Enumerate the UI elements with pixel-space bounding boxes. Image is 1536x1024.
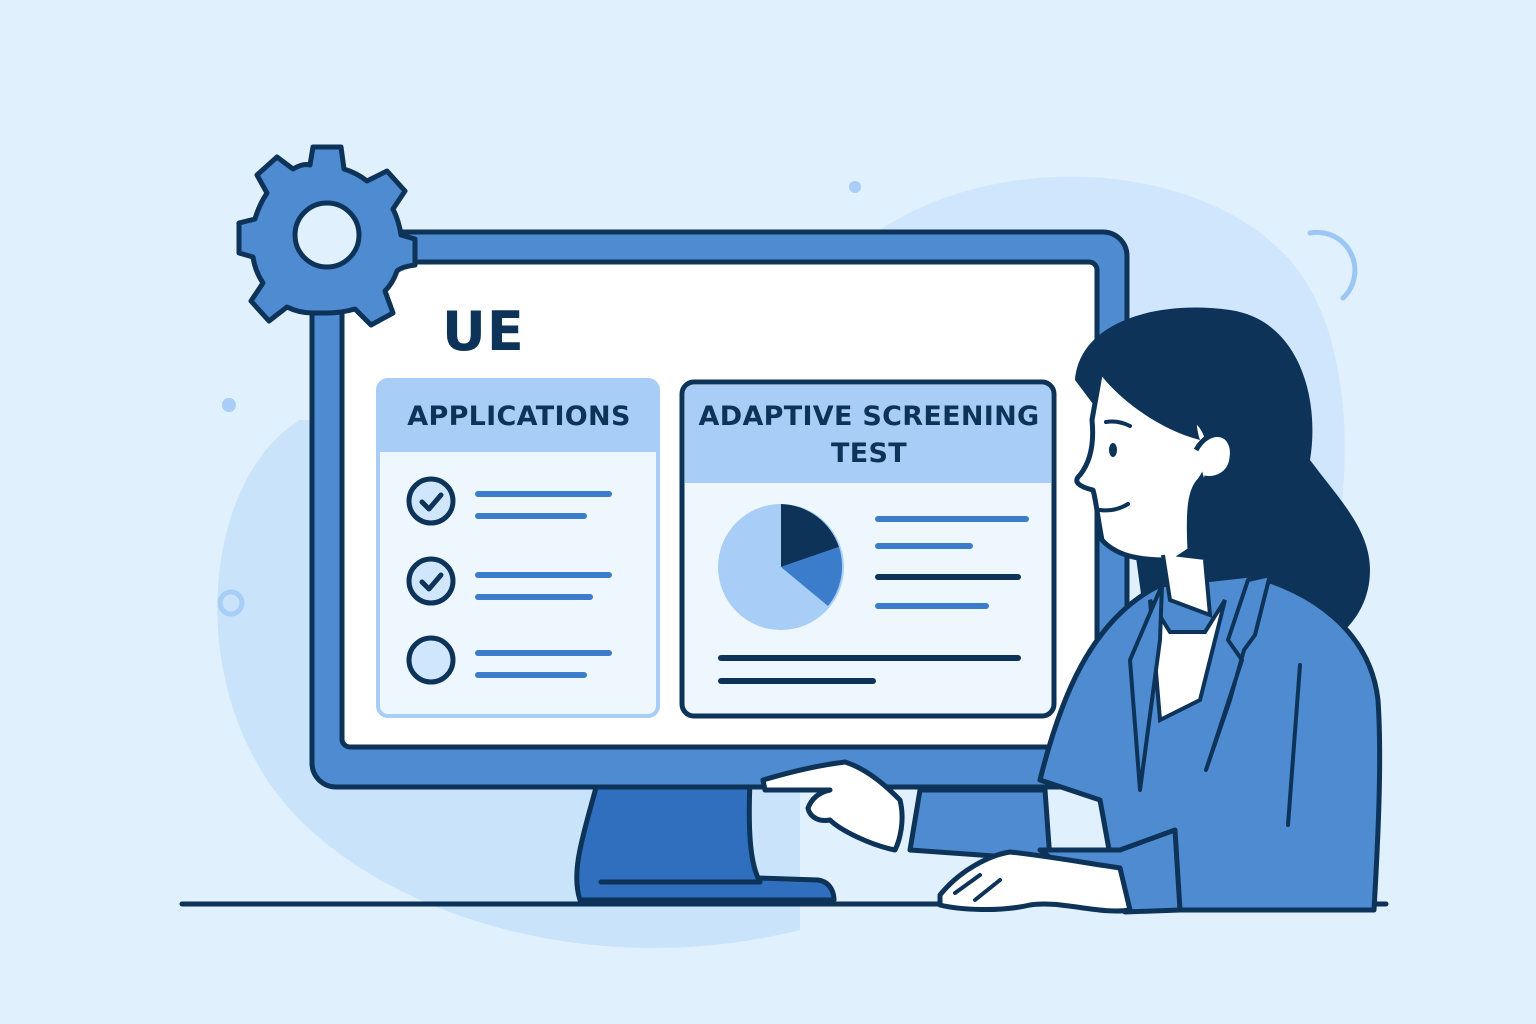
applications-panel[interactable] [376,378,660,718]
empty-circle-icon [406,635,456,685]
check-circle-icon [406,476,456,526]
person-illustration [760,307,1383,915]
adaptive-test-panel[interactable] [679,379,1057,719]
decor-arc-icon [1307,229,1358,301]
brand-logo: UE [442,300,525,363]
decor-ring-icon [217,589,245,617]
pie-chart [718,504,844,630]
adaptive-test-title: ADAPTIVE SCREENING TEST [684,398,1054,472]
application-item-1[interactable] [406,476,612,526]
monitor-stand [574,777,837,903]
adaptive-test-title-line2: TEST [831,438,907,469]
gear-icon [236,144,418,328]
check-circle-icon [406,556,456,606]
decor-dot-icon [222,398,236,412]
application-item-3[interactable] [406,635,612,685]
decor-dot-icon [849,181,861,193]
adaptive-test-title-line1: ADAPTIVE SCREENING [698,401,1040,432]
applications-title: APPLICATIONS [407,401,631,432]
application-item-2[interactable] [406,556,612,606]
